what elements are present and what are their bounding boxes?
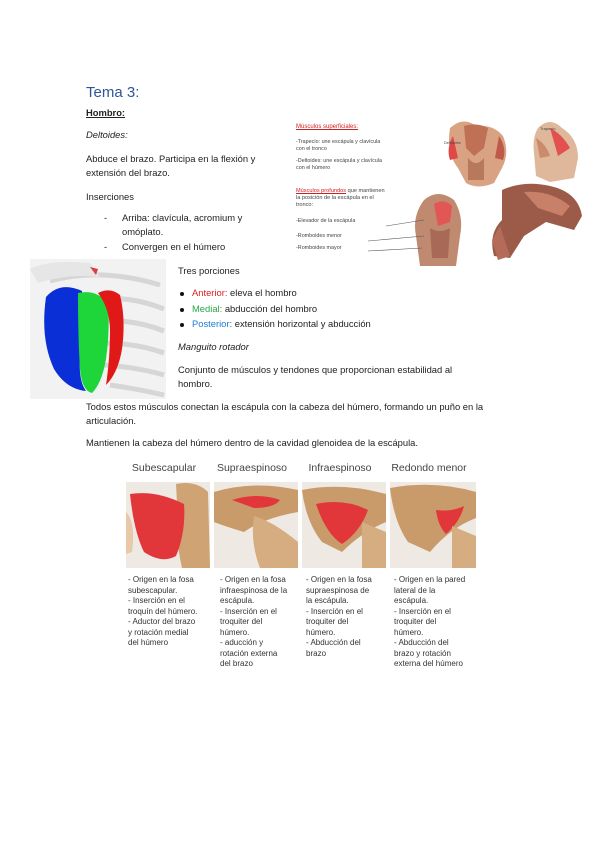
subescapular-image xyxy=(126,482,210,568)
shoulder-muscles-figure: Músculos superficiales: -Trapecio: une e… xyxy=(288,108,584,270)
para2: Mantienen la cabeza del húmero dentro de… xyxy=(86,437,419,448)
deltoid-desc-line-2: extensión del brazo. xyxy=(86,167,170,178)
porcion-anterior: Anterior: eleva el hombro xyxy=(180,286,297,300)
romboides-menor-label: -Romboides menor xyxy=(296,233,342,239)
insercion-item-1-cont: omóplato. xyxy=(122,226,164,237)
romboides-mayor-label: -Romboides mayor xyxy=(296,245,342,251)
para1-line-1: Todos estos músculos conectan la escápul… xyxy=(86,401,484,412)
page-title: Tema 3: xyxy=(86,84,140,101)
porcion-medial: Medial: abducción del hombro xyxy=(180,302,317,316)
arm-figure xyxy=(492,183,582,260)
elevador-label: -Elevador de la escápula xyxy=(296,218,356,224)
manguito-desc-line-2: hombro. xyxy=(178,378,213,389)
deltoid-desc-line-1: Abduce el brazo. Participa en la flexión… xyxy=(86,153,256,164)
porciones-label: Tres porciones xyxy=(178,265,240,276)
insercion-item-2: -Convergen en el húmero xyxy=(104,241,226,252)
rotator-label-redondo-menor: Redondo menor xyxy=(391,462,467,474)
manguito-desc-line-1: Conjunto de músculos y tendones que prop… xyxy=(178,364,453,375)
section-heading: Hombro: xyxy=(86,107,126,118)
redondo-menor-image xyxy=(390,482,476,568)
rotator-cuff-figure: Subescapular Supraespinoso Infraespinoso… xyxy=(120,458,480,678)
superficiales-title: Músculos superficiales: xyxy=(296,124,359,130)
deltoid-3d-figure xyxy=(30,259,166,399)
back-torso-figure-2 xyxy=(533,122,578,182)
insercion-item-1: -Arriba: clavícula, acromium y xyxy=(104,212,243,223)
supraespinoso-image xyxy=(214,482,298,568)
inserciones-label: Inserciones xyxy=(86,191,134,202)
rotator-label-infraespinoso: Infraespinoso xyxy=(308,462,372,474)
rotator-label-subescapular: Subescapular xyxy=(131,462,197,474)
manguito-heading: Manguito rotador xyxy=(178,341,249,352)
profundos-block: Músculos profundos que mantienen la posi… xyxy=(296,188,385,208)
rotator-label-supraespinoso: Supraespinoso xyxy=(216,462,288,474)
deltoides-small-label: Deltoides xyxy=(444,140,461,145)
para1-line-2: articulación. xyxy=(86,415,137,426)
trapecio-small-label: Trapecio xyxy=(540,126,556,131)
back-torso-figure-3 xyxy=(415,194,462,266)
infraespinoso-image xyxy=(302,482,386,568)
back-torso-figure-1 xyxy=(448,121,507,187)
subsection-heading: Deltoides: xyxy=(86,129,128,140)
porcion-posterior: Posterior: extensión horizontal y abducc… xyxy=(180,317,371,331)
